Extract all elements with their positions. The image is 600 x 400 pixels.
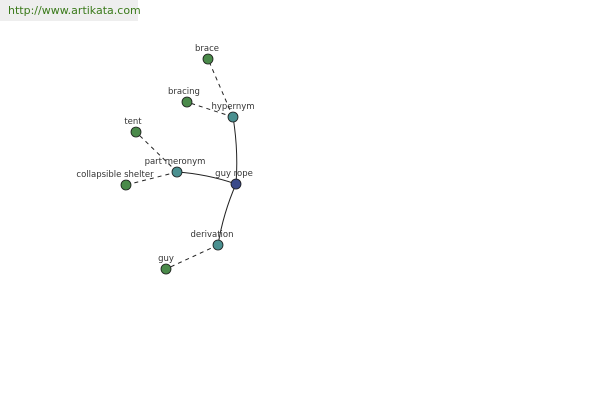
node-part-meronym[interactable]: part meronym xyxy=(145,157,206,178)
node-tent[interactable]: tent xyxy=(124,117,142,138)
node-part-meronym-marker[interactable] xyxy=(171,166,183,178)
node-guy-rope-label: guy rope xyxy=(215,169,253,179)
node-brace[interactable]: brace xyxy=(195,44,219,65)
edge-hypernym-bracing xyxy=(186,101,234,118)
node-bracing-marker[interactable] xyxy=(181,96,193,108)
node-derivation[interactable]: derivation xyxy=(190,230,234,251)
node-guy-marker[interactable] xyxy=(160,263,172,275)
node-derivation-marker[interactable] xyxy=(212,239,224,251)
edge-guy-rope-hypernym xyxy=(232,116,238,185)
node-guy-rope-marker[interactable] xyxy=(230,178,242,190)
edge-derivation-guy xyxy=(165,244,219,270)
node-tent-marker[interactable] xyxy=(130,126,142,138)
edge-part-meronym-collapsible-shelter xyxy=(125,171,178,186)
node-collapsible-shelter[interactable]: collapsible shelter xyxy=(76,170,154,191)
node-hypernym-marker[interactable] xyxy=(227,111,239,123)
node-collapsible-shelter-label: collapsible shelter xyxy=(76,170,154,180)
node-brace-label: brace xyxy=(195,44,219,54)
nodes-layer: brace bracing hypernym tent part meronym coll… xyxy=(76,44,255,275)
node-part-meronym-label: part meronym xyxy=(145,157,206,167)
edge-hypernym-brace xyxy=(207,58,234,118)
node-hypernym[interactable]: hypernym xyxy=(211,102,255,123)
node-tent-label: tent xyxy=(124,117,142,127)
node-guy-rope[interactable]: guy rope xyxy=(215,169,253,190)
node-collapsible-shelter-marker[interactable] xyxy=(120,179,132,191)
node-brace-marker[interactable] xyxy=(202,53,214,65)
node-guy[interactable]: guy xyxy=(158,254,174,275)
node-derivation-label: derivation xyxy=(190,230,233,240)
site-url-link[interactable]: http://www.artikata.com xyxy=(0,0,141,21)
node-hypernym-label: hypernym xyxy=(211,102,254,112)
edge-part-meronym-tent xyxy=(135,131,178,173)
node-bracing[interactable]: bracing xyxy=(168,87,200,108)
node-bracing-label: bracing xyxy=(168,87,200,97)
node-guy-label: guy xyxy=(158,254,174,264)
